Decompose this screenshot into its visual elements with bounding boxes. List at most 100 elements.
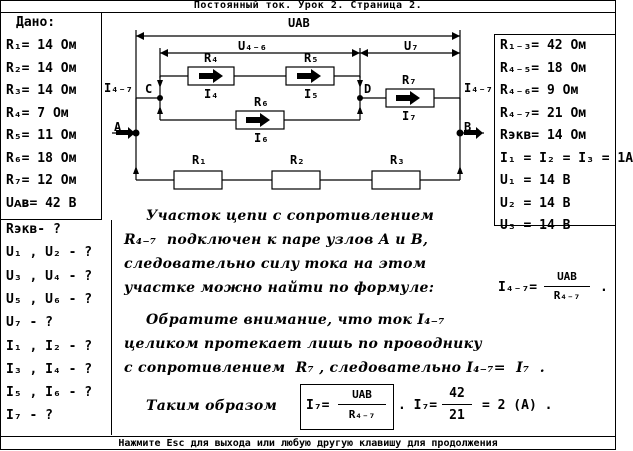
formula1-end: . xyxy=(600,280,608,295)
label-node-b: B xyxy=(464,120,471,134)
label-i6: I₆ xyxy=(254,131,268,145)
label-uab: UAB xyxy=(288,16,310,30)
page-title: Постоянный ток. Урок 2. Страница 2. xyxy=(0,0,616,13)
label-node-c: C xyxy=(145,82,152,96)
label-r3: R₃ xyxy=(390,153,404,167)
formula2-numerator: UAB xyxy=(352,388,372,401)
formula2-lhs: I₇= xyxy=(306,398,330,413)
resistor-r5 xyxy=(285,66,335,86)
results-panel xyxy=(494,34,616,226)
given-item-7: R₇= 12 Ом xyxy=(6,173,77,188)
note-line-1: Обратите внимание, что ток I₄₋₇ xyxy=(146,312,445,328)
label-r6: R₆ xyxy=(254,95,268,109)
formula1-fraction-line xyxy=(544,286,590,287)
given-item-6: R₆= 18 Ом xyxy=(6,150,77,166)
u7-arrowhead-left-icon xyxy=(360,49,368,57)
given-title: Дано: xyxy=(16,15,56,30)
label-i4: I₄ xyxy=(204,87,218,101)
current-arrow-in-icon xyxy=(116,130,128,135)
label-r7: R₇ xyxy=(402,73,416,87)
result-item-5: Rэкв= 14 Ом xyxy=(500,128,587,143)
result-item-6: I₁ = I₂ = I₃ = 1A xyxy=(500,150,633,166)
label-u7: U₇ xyxy=(404,39,418,53)
result-item-4: R₄₋₇= 21 Ом xyxy=(500,105,587,121)
given-item-4: R₄= 7 Ом xyxy=(6,105,69,121)
current-arrow-r7-icon xyxy=(396,95,410,101)
small-current-arrow-icon xyxy=(157,80,163,88)
node-c-dot xyxy=(157,95,163,101)
given-item-1: R₁= 14 Ом xyxy=(6,38,77,53)
resistor-r1 xyxy=(173,170,223,190)
resistor-r3 xyxy=(371,170,421,190)
formula2-fraction-line xyxy=(338,404,386,405)
uab-arrowhead-right-icon xyxy=(452,32,460,40)
formula3-numerator: 42 xyxy=(449,386,465,401)
current-arrow-r6-icon xyxy=(246,117,260,123)
given-item-5: R₅= 11 Ом xyxy=(6,128,77,143)
current-arrow-r5-icon xyxy=(297,73,311,79)
label-node-a: A xyxy=(114,120,122,134)
find-item-6: I₁ , I₂ - ? xyxy=(6,338,93,354)
u7-arrowhead-right-icon xyxy=(452,49,460,57)
conclusion-prefix: Таким образом xyxy=(146,398,278,414)
circuit-diagram: UAB U₄₋₆ U₇ I₄₋₇ I₄₋₇ A B C D R₄ R₅ R₆ R… xyxy=(104,16,493,190)
result-item-2: R₄₋₅= 18 Ом xyxy=(500,60,587,76)
result-item-3: R₄₋₆= 9 Ом xyxy=(500,83,579,98)
label-i5: I₅ xyxy=(304,87,318,101)
label-u46: U₄₋₆ xyxy=(238,39,267,53)
note-line-2: целиком протекает лишь по проводнику xyxy=(124,336,483,352)
given-item-2: R₂= 14 Ом xyxy=(6,60,77,76)
find-item-5: U₇ - ? xyxy=(6,315,53,331)
result-item-8: U₂ = 14 В xyxy=(500,195,571,211)
explanation-line-2: R₄₋₇ подключен к паре узлов A и B, xyxy=(124,232,429,248)
note-line-3: с сопротивлением R₇ , следовательно I₄₋₇… xyxy=(124,360,545,376)
find-item-2: U₁ , U₂ - ? xyxy=(6,245,93,261)
node-a-dot xyxy=(132,129,140,137)
formula1-lhs: I₄₋₇= xyxy=(498,280,538,295)
find-item-9: I₇ - ? xyxy=(6,408,53,424)
result-item-7: U₁ = 14 В xyxy=(500,173,571,188)
label-r5: R₅ xyxy=(304,51,318,65)
label-r1: R₁ xyxy=(192,153,206,167)
label-r4: R₄ xyxy=(204,51,218,65)
label-i7: I₇ xyxy=(402,109,416,123)
label-r2: R₂ xyxy=(290,153,304,167)
u46-arrowhead-right-icon xyxy=(352,49,360,57)
footer-hint: Нажмите Esc для выхода или любую другую … xyxy=(0,436,616,451)
formula2-box xyxy=(300,384,394,430)
uab-arrowhead-left-icon xyxy=(136,32,144,40)
formula2-denominator: R₄₋₇ xyxy=(348,408,376,421)
formula1-numerator: UAB xyxy=(557,270,577,283)
find-item-4: U₅ , U₆ - ? xyxy=(6,291,93,307)
resistor-r7 xyxy=(385,88,435,108)
explanation-line-4: участке можно найти по формуле: xyxy=(124,280,435,296)
formula3-fraction-line xyxy=(442,404,472,405)
node-b-dot xyxy=(456,129,464,137)
given-item-8: Uᴀʙ= 42 В xyxy=(6,195,77,211)
find-item-8: I₅ , I₆ - ? xyxy=(6,385,93,401)
find-item-7: I₃ , I₄ - ? xyxy=(6,361,93,377)
find-item-3: U₃ , U₄ - ? xyxy=(6,268,93,284)
label-i47-right: I₄₋₇ xyxy=(464,81,493,95)
formula3-result: = 2 (A) . xyxy=(482,398,553,413)
resistor-r2 xyxy=(271,170,321,190)
current-arrow-r4-icon xyxy=(199,73,213,79)
resistor-r6 xyxy=(235,110,285,130)
find-item-1: Rэкв- ? xyxy=(6,222,61,237)
formula3-lhs: . I₇= xyxy=(398,398,438,413)
formula1-denominator: R₄₋₇ xyxy=(553,289,581,302)
label-node-d: D xyxy=(364,82,371,96)
find-panel xyxy=(0,220,112,435)
result-item-9: U₃ = 14 В xyxy=(500,218,571,233)
label-i47-left: I₄₋₇ xyxy=(104,81,133,95)
resistor-r4 xyxy=(187,66,235,86)
result-item-1: R₁₋₃= 42 Ом xyxy=(500,38,587,53)
formula3-denominator: 21 xyxy=(449,408,465,423)
explanation-line-3: следовательно силу тока на этом xyxy=(124,256,427,272)
node-d-dot xyxy=(357,95,363,101)
given-panel xyxy=(0,13,102,220)
explanation-line-1: Участок цепи с сопротивлением xyxy=(146,208,435,224)
given-item-3: R₃= 14 Ом xyxy=(6,83,77,98)
current-arrow-out-icon xyxy=(464,130,476,135)
u46-arrowhead-left-icon xyxy=(160,49,168,57)
